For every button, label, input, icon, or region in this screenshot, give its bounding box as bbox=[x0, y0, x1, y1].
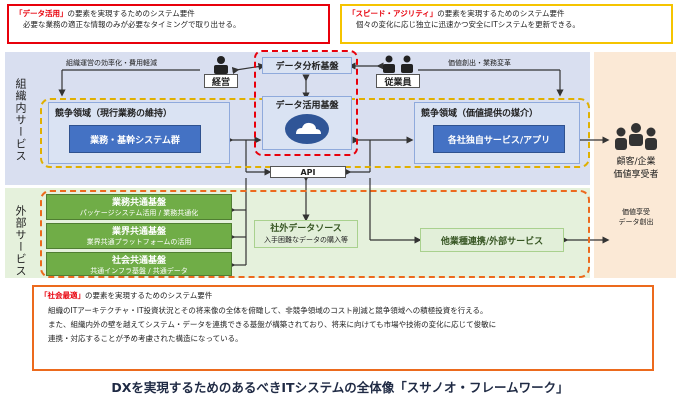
outside-data-source: 社外データソース 入手困難なデータの購入等 bbox=[254, 220, 358, 248]
data-utilization-highlight: 「データ活用」 bbox=[15, 9, 68, 18]
value-enjoyment-caption: 価値享受 bbox=[622, 208, 650, 216]
customer-label-1: 顧客/企業 bbox=[616, 157, 656, 167]
social-optimization-highlight: 「社会最適」 bbox=[40, 291, 85, 300]
social-optimization-line-3: 連携・対応することが予め考慮された構造になっている。 bbox=[48, 334, 243, 343]
outside-data-title: 社外データソース bbox=[270, 224, 342, 234]
customer-node: 顧客/企業 価値享受者 bbox=[598, 120, 674, 190]
outside-data-sub: 入手困難なデータの購入等 bbox=[264, 235, 348, 244]
competitive-right-title: 競争領域（価値提供の媒介） bbox=[421, 109, 539, 119]
data-creation-caption: データ創出 bbox=[618, 218, 654, 226]
data-platform-outline bbox=[254, 50, 358, 156]
competitive-right: 競争領域（価値提供の媒介） 各社独自サービス/アプリ bbox=[414, 102, 580, 164]
employees-label: 従業員 bbox=[376, 74, 420, 88]
social-optimization-line-1: 組織のITアーキテクチャ・IT投資状況とその将来像の全体を俯瞰して、非競争領域の… bbox=[48, 306, 488, 315]
speed-agility-note: 「スピード・アジリティ」の要素を実現するためのシステム要件 個々の変化に応じ独立… bbox=[340, 4, 673, 44]
social-common-platform: 社会共通基盤 共通インフラ基盤 / 共通データ bbox=[46, 252, 232, 276]
external-services-label: 外部サービス bbox=[14, 205, 27, 277]
social-common-title: 社会共通基盤 bbox=[111, 255, 166, 266]
social-optimization-note: 「社会最適」の要素を実現するためのシステム要件 組織のITアーキテクチャ・IT投… bbox=[32, 285, 654, 371]
speed-agility-text: 個々の変化に応じ独立に迅速かつ安全にITシステムを更新できる。 bbox=[356, 20, 580, 29]
data-utilization-note: 「データ活用」の要素を実現するためのシステム要件 必要な業務の適正な情報のみが必… bbox=[7, 4, 330, 44]
social-common-sub: 共通インフラ基盤 / 共通データ bbox=[90, 266, 188, 275]
management-icon bbox=[204, 54, 238, 74]
management-label: 経営 bbox=[204, 74, 238, 88]
data-utilization-text: 必要な業務の適正な情報のみが必要なタイミングで取り出せる。 bbox=[23, 20, 241, 29]
data-utilization-title: の要素を実現するためのシステム要件 bbox=[67, 9, 195, 18]
data-utilization-platform-label: データ活用基盤 bbox=[275, 100, 339, 111]
industry-common-title: 業界共通基盤 bbox=[111, 226, 166, 237]
management-node: 経営 bbox=[204, 54, 238, 88]
people-icon bbox=[598, 120, 674, 154]
employees-icon bbox=[376, 54, 420, 74]
figure-caption: DXを実現するためのあるべきITシステムの全体像「スサノオ・フレームワーク」 bbox=[111, 379, 569, 395]
employees-node: 従業員 bbox=[376, 54, 420, 88]
data-utilization-platform: データ活用基盤 bbox=[262, 96, 352, 150]
api-bar: API bbox=[270, 166, 346, 178]
business-common-platform: 業務共通基盤 パッケージシステム活用 / 業務共通化 bbox=[46, 194, 232, 220]
efficiency-caption: 組織運営の効率化・費用軽減 bbox=[66, 59, 157, 67]
core-systems-box: 業務・基幹システム群 bbox=[69, 125, 201, 153]
cloud-icon bbox=[263, 111, 351, 147]
unique-services-box: 各社独自サービス/アプリ bbox=[433, 125, 565, 153]
api-label: API bbox=[300, 167, 316, 177]
internal-services-label: 組織内サービス bbox=[14, 78, 27, 162]
business-common-title: 業務共通基盤 bbox=[111, 197, 166, 208]
customer-label-2: 価値享受者 bbox=[613, 170, 659, 180]
competitive-left-title: 競争領域（現行業務の維持） bbox=[55, 109, 173, 119]
social-optimization-title: の要素を実現するためのシステム要件 bbox=[85, 291, 213, 300]
competitive-left: 競争領域（現行業務の維持） 業務・基幹システム群 bbox=[48, 102, 230, 164]
external-region-outline bbox=[40, 190, 590, 278]
data-analytics-platform: データ分析基盤 bbox=[262, 57, 352, 74]
value-creation-caption: 価値創出・業務変革 bbox=[448, 59, 511, 67]
speed-agility-title: の要素を実現するためのシステム要件 bbox=[437, 9, 565, 18]
industry-common-sub: 業界共通プラットフォームの活用 bbox=[86, 237, 192, 246]
speed-agility-highlight: 「スピード・アジリティ」 bbox=[348, 9, 438, 18]
other-industry-services: 他業種連携/外部サービス bbox=[420, 228, 564, 252]
industry-common-platform: 業界共通基盤 業界共通プラットフォームの活用 bbox=[46, 223, 232, 249]
business-common-sub: パッケージシステム活用 / 業務共通化 bbox=[79, 208, 199, 217]
social-optimization-line-2: また、組織内外の壁を越えてシステム・データを連携できる基盤が構築されており、将来… bbox=[48, 320, 497, 329]
